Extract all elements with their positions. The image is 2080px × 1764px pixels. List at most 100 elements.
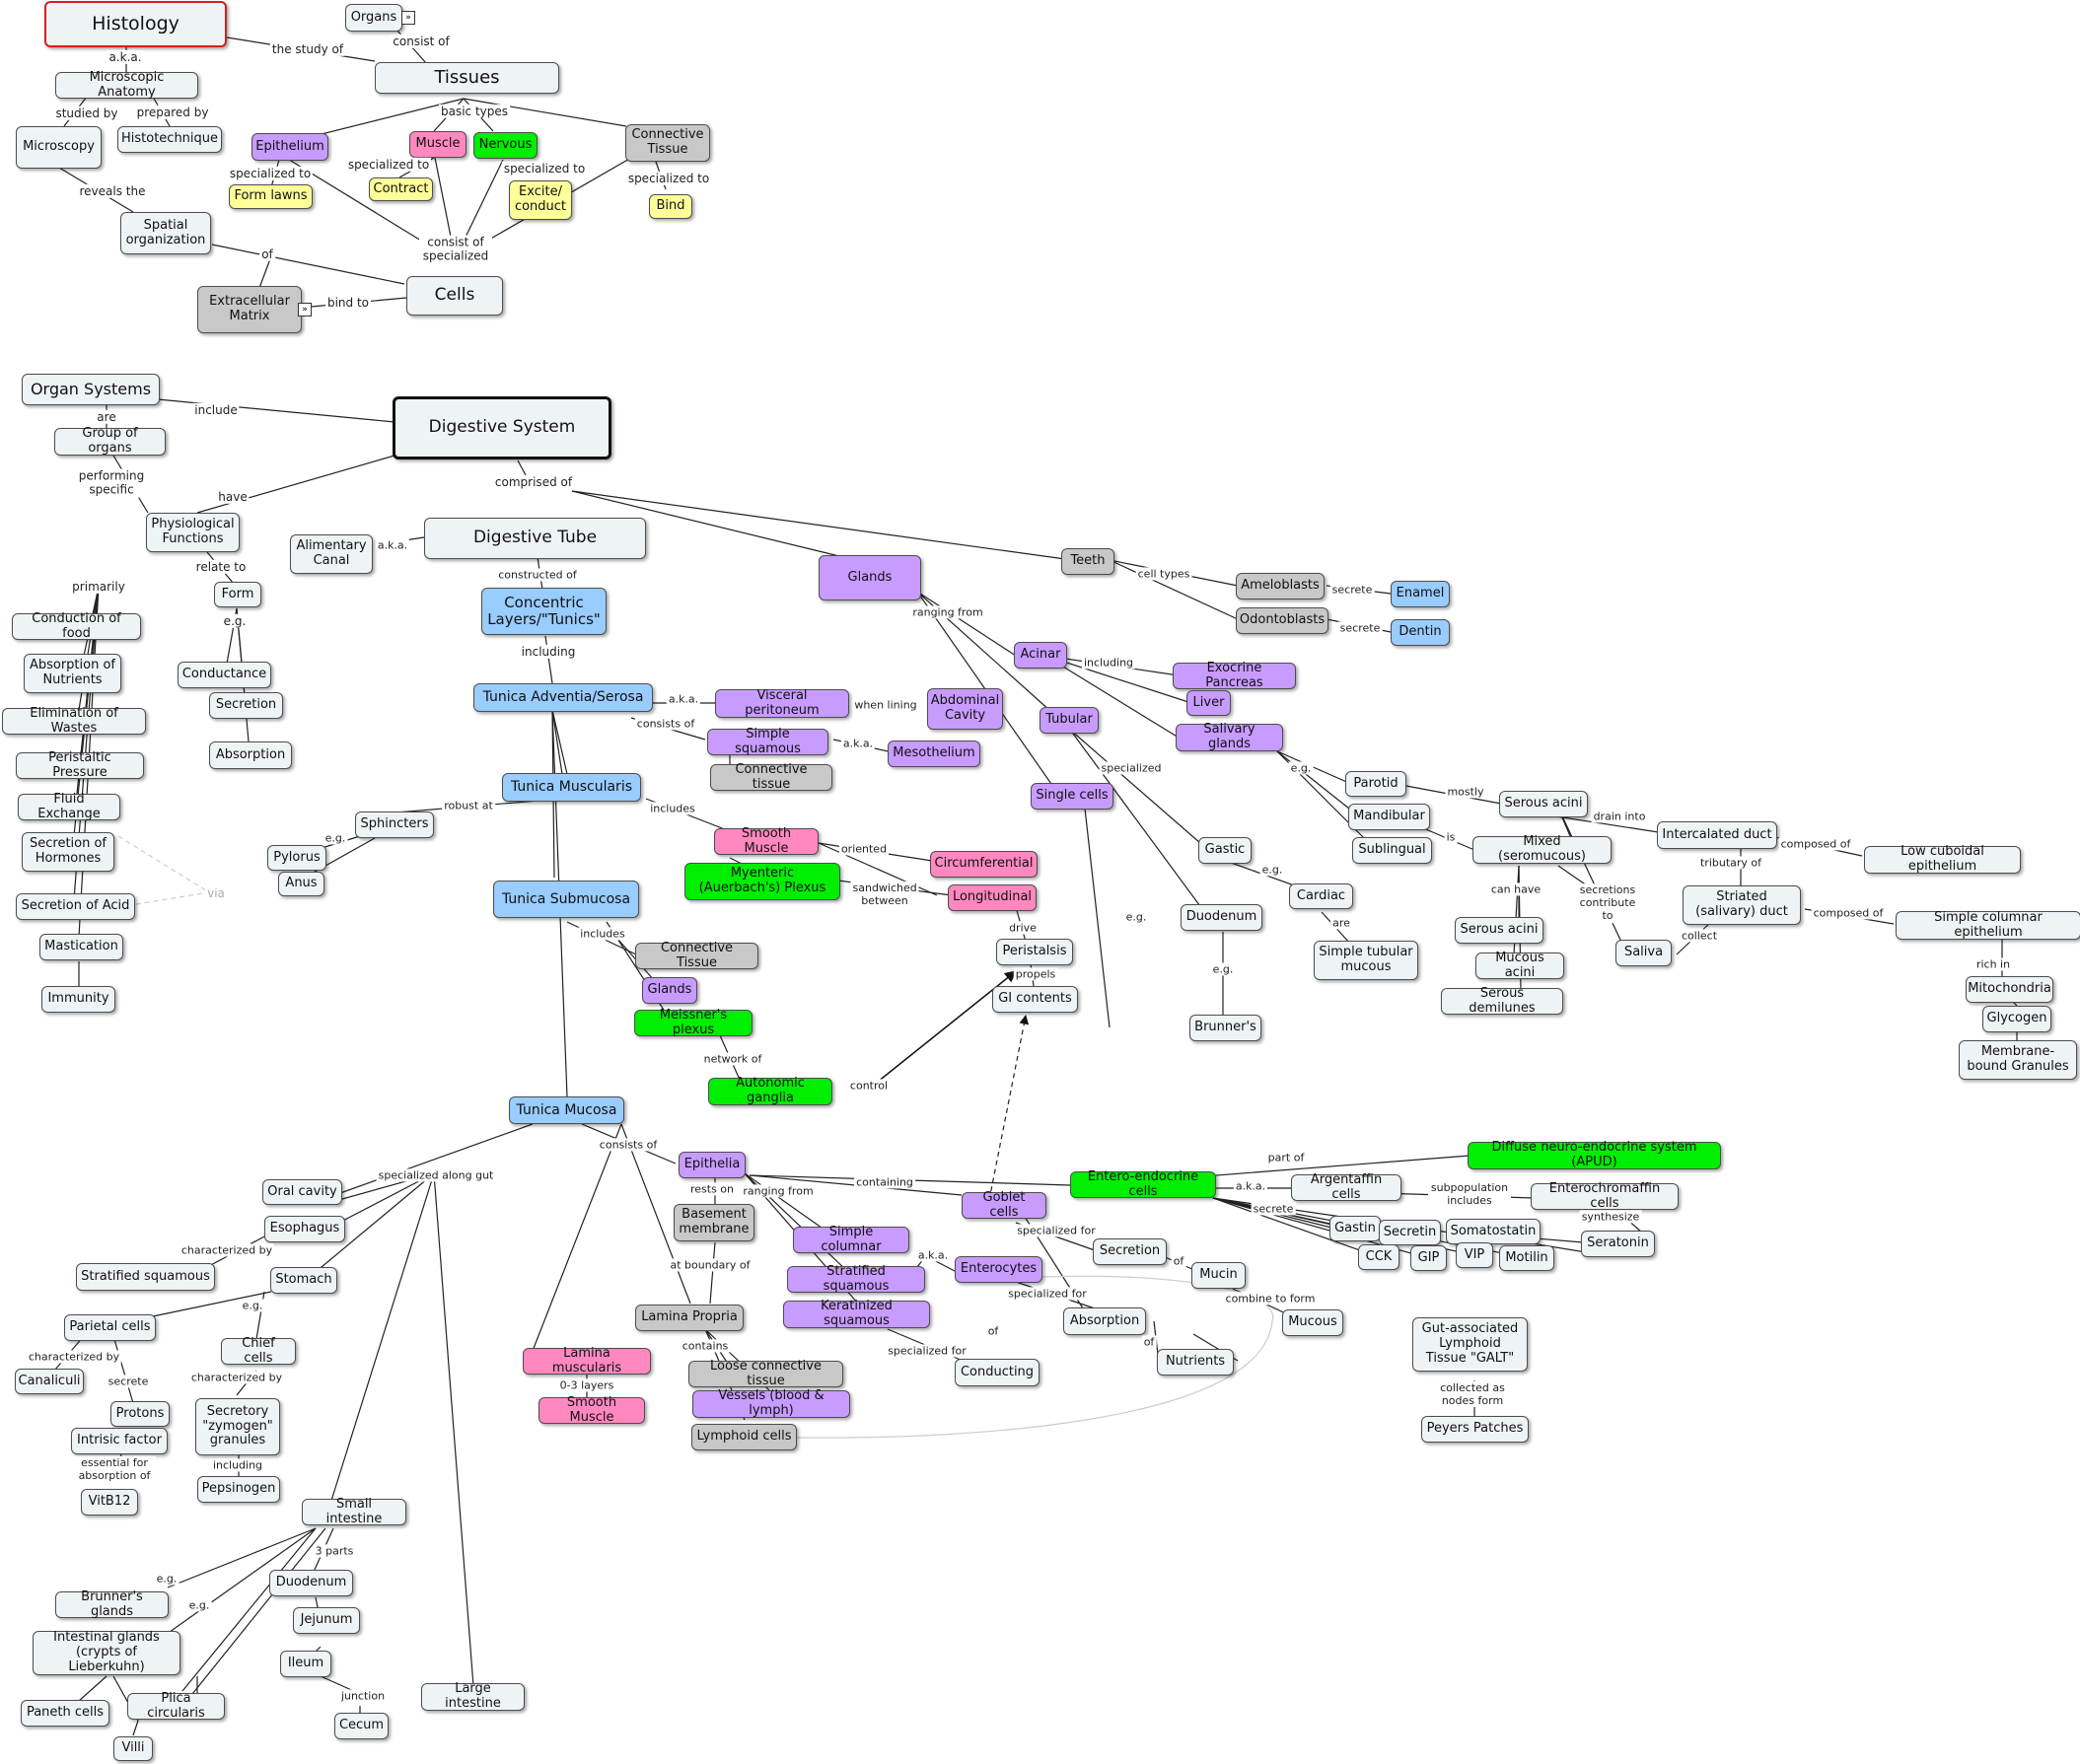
- lamina-muscularis-node[interactable]: Lamina muscularis: [523, 1346, 651, 1375]
- salivary-glands-node[interactable]: Salivary glands: [1176, 722, 1283, 751]
- expand-icon[interactable]: »: [298, 303, 312, 317]
- large-intestine-node[interactable]: Large intestine: [421, 1681, 525, 1711]
- cardiac-node[interactable]: Cardiac: [1289, 883, 1353, 909]
- secretion-of-acid-node[interactable]: Secretion of Acid: [16, 893, 135, 920]
- spatial-organization-node[interactable]: Spatial organization: [120, 212, 211, 254]
- serous-demilunes-node[interactable]: Serous demilunes: [1441, 986, 1563, 1015]
- physiological-functions-node[interactable]: Physiological Functions: [146, 513, 240, 552]
- smooth-muscle-node[interactable]: Smooth Muscle: [714, 826, 819, 855]
- muscle-node[interactable]: Muscle: [409, 131, 466, 158]
- keratinized-squamous-node[interactable]: Keratinized squamous: [783, 1299, 930, 1328]
- conducting-node[interactable]: Conducting: [955, 1359, 1040, 1386]
- expand-icon[interactable]: »: [401, 11, 415, 25]
- gastic-node[interactable]: Gastic: [1198, 837, 1252, 864]
- anus-node[interactable]: Anus: [278, 872, 324, 896]
- simple-tubular-mucous-node[interactable]: Simple tubular mucous: [1314, 941, 1418, 980]
- histotechnique-node[interactable]: Histotechnique: [117, 126, 222, 153]
- connective-tissue-adventia-node[interactable]: Connective tissue: [710, 762, 832, 791]
- mixed-seromucous-node[interactable]: Mixed (seromucous): [1472, 834, 1612, 864]
- loose-connective-tissue-node[interactable]: Loose connective tissue: [688, 1359, 843, 1387]
- tunica-mucosa-node[interactable]: Tunica Mucosa: [509, 1096, 624, 1124]
- odontoblasts-node[interactable]: Odontoblasts: [1236, 607, 1328, 634]
- abdominal-cavity-node[interactable]: Abdominal Cavity: [927, 688, 1003, 730]
- nervous-node[interactable]: Nervous: [473, 132, 538, 159]
- mastication-node[interactable]: Mastication: [39, 934, 123, 960]
- plica-circularis-node[interactable]: Plica circularis: [127, 1691, 225, 1720]
- peristaltic-pressure-node[interactable]: Peristaltic Pressure: [16, 750, 144, 779]
- intrinsic-factor-node[interactable]: Intrisic factor: [71, 1428, 168, 1454]
- peristalsis-node[interactable]: Peristalsis: [996, 939, 1073, 965]
- secretin-node[interactable]: Secretin: [1379, 1220, 1441, 1245]
- acinar-node[interactable]: Acinar: [1014, 642, 1067, 669]
- tunica-adventia-node[interactable]: Tunica Adventia/Serosa: [473, 683, 653, 712]
- gi-contents-node[interactable]: GI contents: [992, 986, 1078, 1013]
- parietal-cells-node[interactable]: Parietal cells: [64, 1314, 156, 1341]
- serous-acini-mixed-node[interactable]: Serous acini: [1455, 917, 1543, 944]
- microscopic-anatomy-node[interactable]: Microscopic Anatomy: [55, 70, 198, 99]
- stomach-node[interactable]: Stomach: [270, 1267, 337, 1294]
- vip-node[interactable]: VIP: [1456, 1242, 1493, 1268]
- basement-membrane-node[interactable]: Basement membrane: [674, 1204, 754, 1241]
- organ-systems-node[interactable]: Organ Systems: [22, 374, 160, 405]
- connective-tissue-node[interactable]: Connective Tissue: [625, 124, 710, 162]
- motilin-node[interactable]: Motilin: [1499, 1245, 1554, 1271]
- bind-node[interactable]: Bind: [649, 194, 692, 219]
- duodenum-node[interactable]: Duodenum: [269, 1570, 353, 1596]
- brunners-node[interactable]: Brunner's: [1189, 1015, 1261, 1041]
- longitudinal-node[interactable]: Longitudinal: [948, 884, 1037, 911]
- pylorus-node[interactable]: Pylorus: [267, 845, 326, 871]
- mandibular-node[interactable]: Mandibular: [1348, 804, 1430, 830]
- meissners-plexus-node[interactable]: Meissner's plexus: [634, 1008, 753, 1036]
- vitb12-node[interactable]: VitB12: [81, 1489, 138, 1516]
- lymphoid-cells-node[interactable]: Lymphoid cells: [691, 1424, 797, 1450]
- histology-node[interactable]: Histology: [44, 1, 227, 47]
- pepsinogen-node[interactable]: Pepsinogen: [197, 1476, 280, 1503]
- seratonin-node[interactable]: Seratonin: [1581, 1231, 1655, 1257]
- visceral-peritoneum-node[interactable]: Visceral peritoneum: [715, 688, 849, 718]
- conductance-node[interactable]: Conductance: [178, 662, 271, 688]
- canaliculi-node[interactable]: Canaliculi: [15, 1369, 84, 1394]
- conduction-of-food-node[interactable]: Conduction of food: [12, 611, 141, 640]
- autonomic-ganglia-node[interactable]: Autonomic ganglia: [708, 1076, 832, 1105]
- lamina-propria-node[interactable]: Lamina Propria: [635, 1305, 744, 1331]
- esophagus-node[interactable]: Esophagus: [264, 1216, 345, 1242]
- contract-node[interactable]: Contract: [369, 177, 433, 201]
- ileum-node[interactable]: Ileum: [280, 1651, 331, 1677]
- epithelia-node[interactable]: Epithelia: [679, 1152, 746, 1178]
- glycogen-node[interactable]: Glycogen: [1982, 1006, 2051, 1032]
- form-node[interactable]: Form: [214, 582, 261, 607]
- circumferential-node[interactable]: Circumferential: [930, 851, 1038, 878]
- simple-squamous-node[interactable]: Simple squamous: [707, 727, 828, 755]
- cck-node[interactable]: CCK: [1358, 1244, 1399, 1270]
- group-of-organs-node[interactable]: Group of organs: [54, 426, 166, 456]
- membrane-bound-granules-node[interactable]: Membrane-bound Granules: [1959, 1040, 2077, 1080]
- elimination-of-wastes-node[interactable]: Elimination of Wastes: [2, 706, 146, 735]
- connective-tissue-submucosa-node[interactable]: Connective Tissue: [635, 941, 758, 969]
- saliva-node[interactable]: Saliva: [1615, 940, 1672, 966]
- mucous-acini-node[interactable]: Mucous acini: [1475, 951, 1564, 979]
- intestinal-glands-node[interactable]: Intestinal glands (crypts of Lieberkuhn): [33, 1630, 180, 1675]
- enamel-node[interactable]: Enamel: [1391, 581, 1450, 607]
- galt-node[interactable]: Gut-associated Lymphoid Tissue "GALT": [1412, 1317, 1528, 1372]
- low-cuboidal-epithelium-node[interactable]: Low cuboidal epithelium: [1864, 844, 2021, 874]
- enterocytes-node[interactable]: Enterocytes: [955, 1256, 1042, 1283]
- mucous-node[interactable]: Mucous: [1282, 1309, 1343, 1336]
- gastin-node[interactable]: Gastin: [1329, 1216, 1381, 1241]
- glands-node[interactable]: Glands: [819, 555, 921, 600]
- epithelium-node[interactable]: Epithelium: [251, 133, 328, 161]
- immunity-node[interactable]: Immunity: [41, 986, 115, 1013]
- organs-node[interactable]: Organs: [345, 4, 402, 32]
- sphincters-node[interactable]: Sphincters: [355, 811, 434, 838]
- striated-duct-node[interactable]: Striated (salivary) duct: [1683, 885, 1801, 925]
- paneth-cells-node[interactable]: Paneth cells: [21, 1700, 109, 1727]
- cecum-node[interactable]: Cecum: [334, 1713, 389, 1739]
- digestive-tube-node[interactable]: Digestive Tube: [424, 518, 646, 559]
- goblet-cells-node[interactable]: Goblet cells: [962, 1190, 1046, 1219]
- mitochondria-node[interactable]: Mitochondria: [1966, 976, 2053, 1003]
- microscopy-node[interactable]: Microscopy: [16, 126, 102, 169]
- teeth-node[interactable]: Teeth: [1061, 548, 1114, 575]
- argentaffin-cells-node[interactable]: Argentaffin cells: [1291, 1172, 1401, 1201]
- tunica-muscularis-node[interactable]: Tunica Muscularis: [502, 773, 641, 802]
- enterochromaffin-cells-node[interactable]: Enterochromaffin cells: [1531, 1181, 1679, 1210]
- tunica-submucosa-node[interactable]: Tunica Submucosa: [493, 881, 639, 918]
